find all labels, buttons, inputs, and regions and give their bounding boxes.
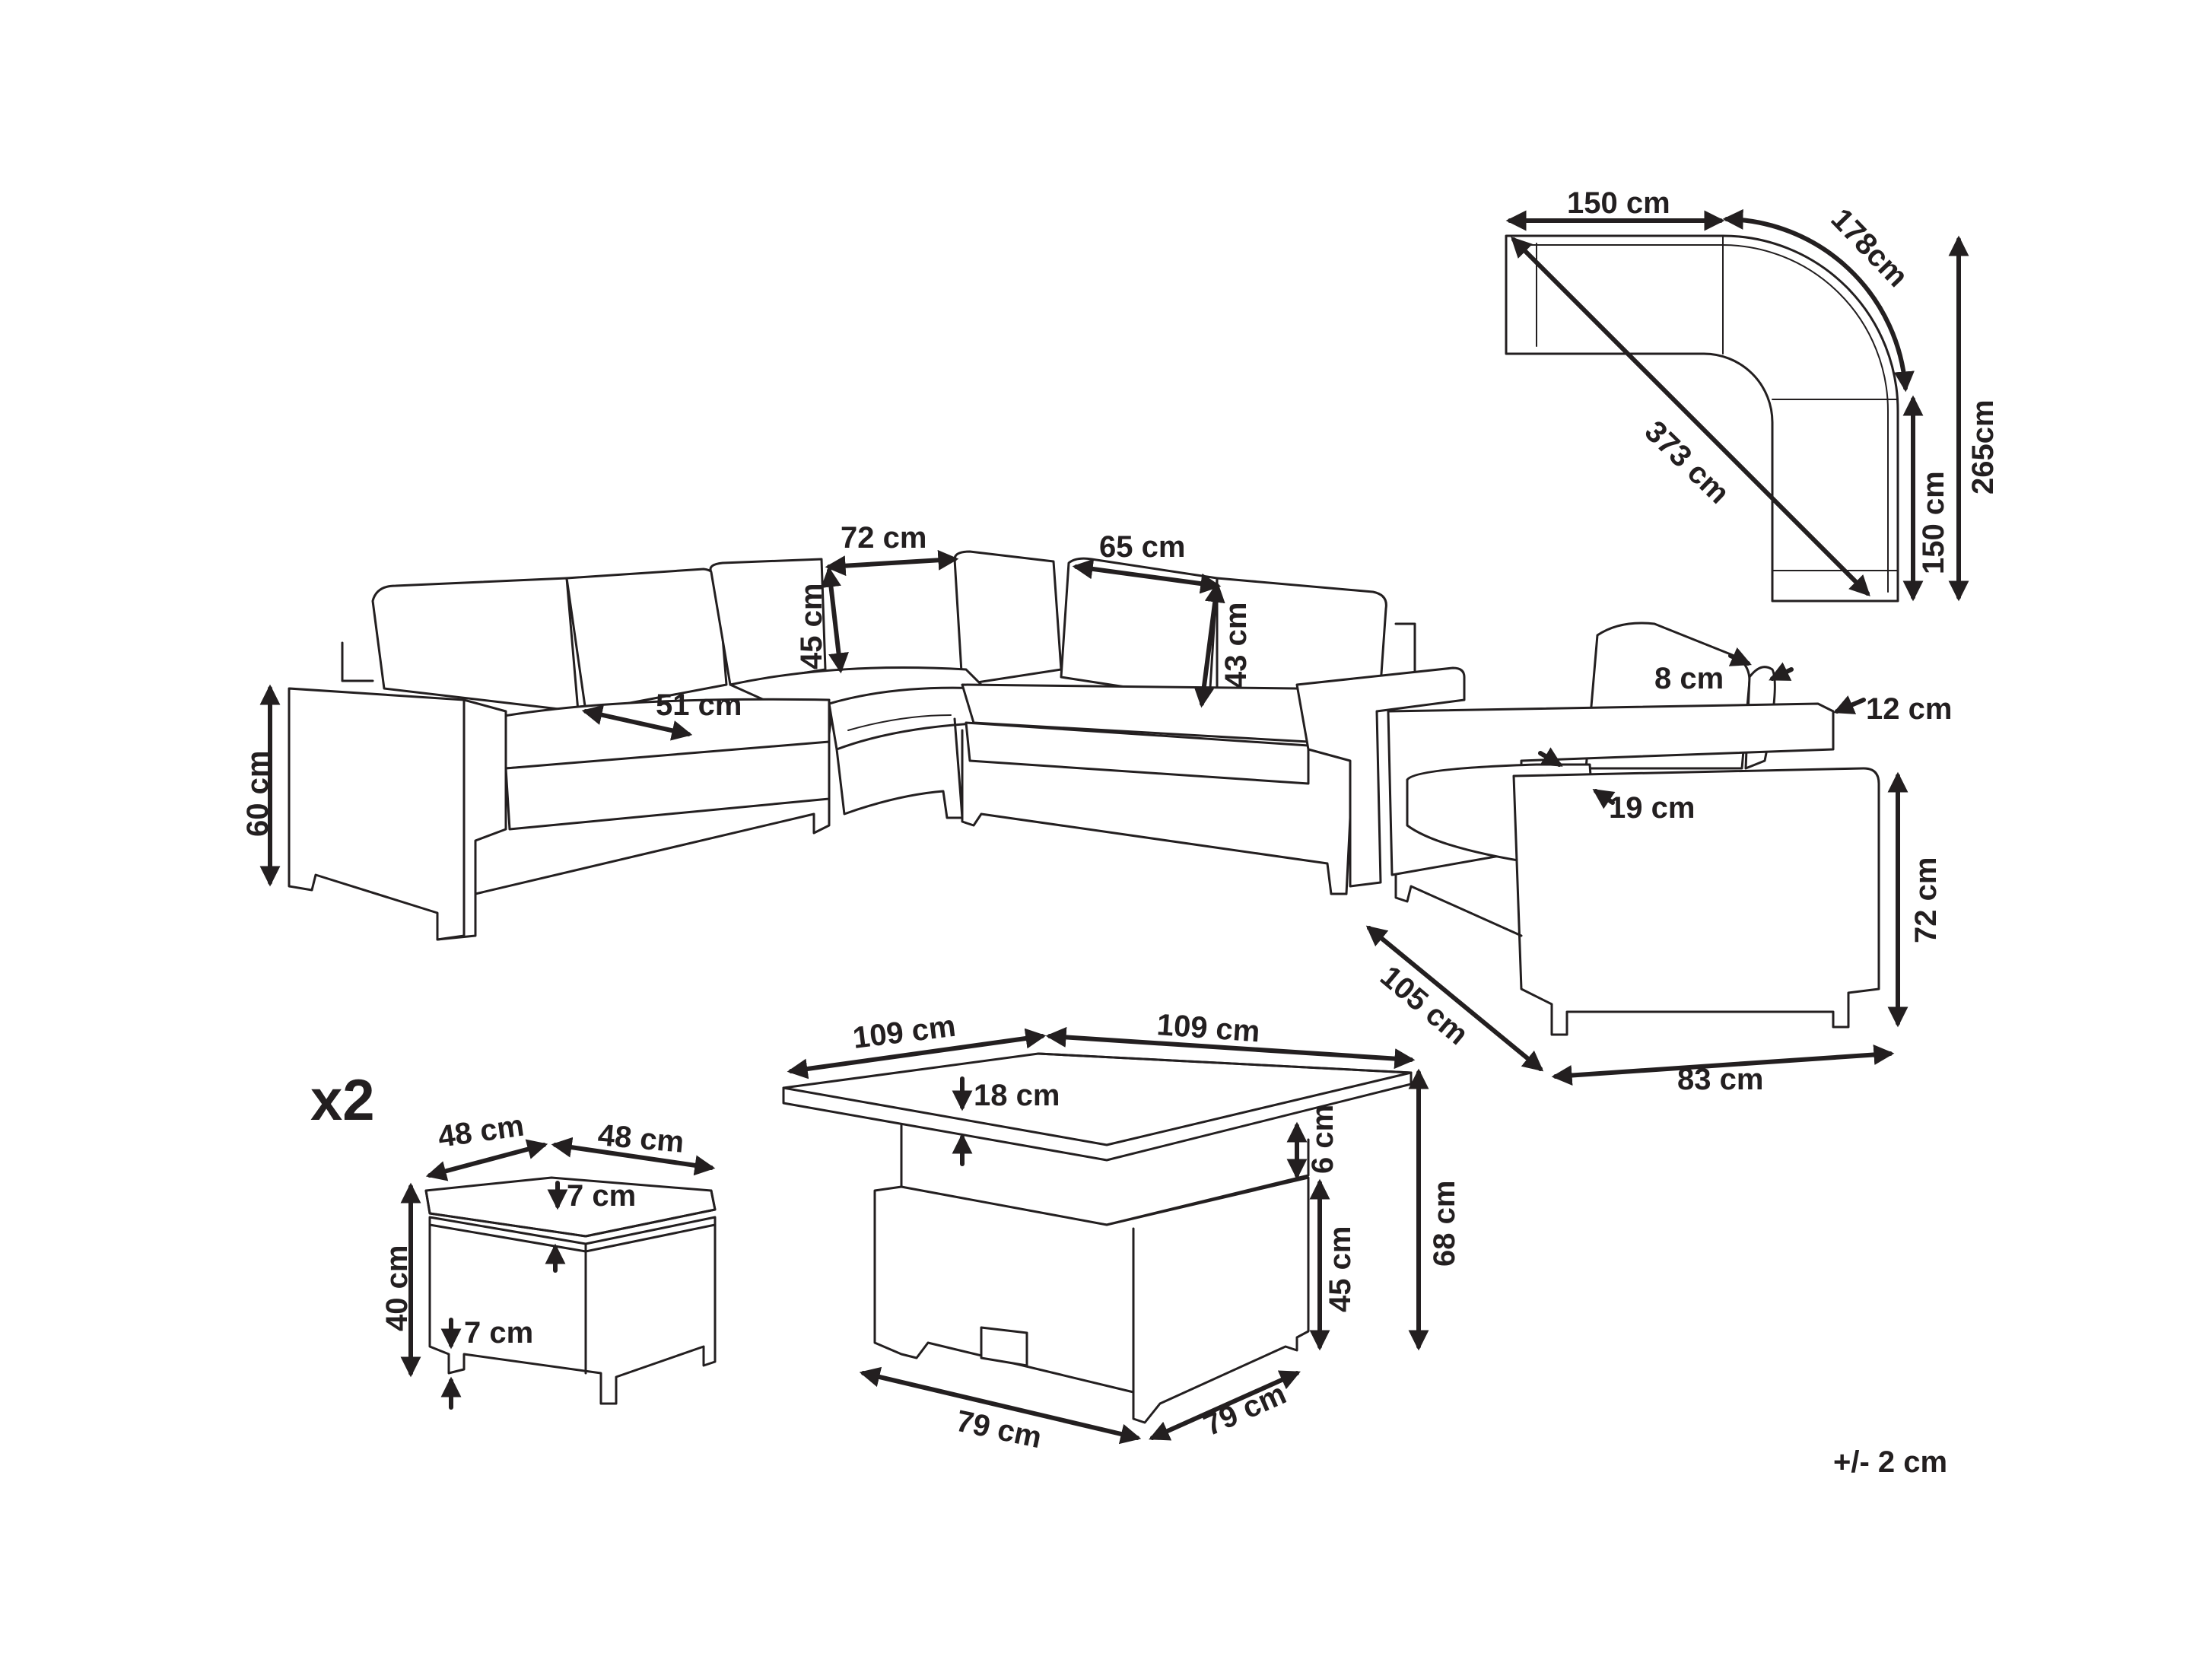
back-cushion-6 (1216, 577, 1387, 705)
label-sofa-height: 60 cm (241, 751, 275, 837)
label-sofa-back-height: 43 cm (1219, 603, 1253, 688)
label-table-base-height: 45 cm (1324, 1226, 1357, 1312)
label-corner-side-width: 150 cm (1917, 471, 1950, 574)
label-stool-leg: 7 cm (464, 1316, 533, 1350)
corner-sofa-top-view (1505, 208, 1969, 603)
label-sofa-corner-width: 72 cm (841, 521, 926, 555)
label-armchair-back-thickness: 8 cm (1654, 662, 1724, 695)
label-table-base-width: 79 cm (1199, 1377, 1292, 1442)
label-corner-diagonal: 373 cm (1638, 415, 1736, 510)
label-stool-width-right: 48 cm (596, 1118, 685, 1159)
table-drawing (782, 1026, 1429, 1445)
label-sofa-cushion-width: 65 cm (1099, 530, 1185, 564)
label-sofa-seat-depth: 51 cm (656, 688, 742, 722)
back-cushion-1 (371, 577, 580, 713)
label-multiplier: x2 (310, 1068, 375, 1133)
label-stool-width-left: 48 cm (436, 1109, 526, 1154)
label-armchair-height: 72 cm (1909, 857, 1943, 943)
label-armchair-width: 83 cm (1677, 1063, 1763, 1096)
stool-drawing (400, 1137, 717, 1410)
label-stool-height: 40 cm (380, 1245, 414, 1331)
label-table-width-right: 109 cm (1155, 1008, 1260, 1048)
label-tolerance: +/- 2 cm (1833, 1445, 1947, 1479)
label-armchair-back-offset: 12 cm (1866, 692, 1952, 726)
back-cushion-5 (1060, 557, 1219, 701)
label-stool-cushion: 7 cm (567, 1179, 636, 1213)
armchair-drawing (1365, 622, 1908, 1086)
label-corner-top-width: 150 cm (1567, 186, 1670, 220)
label-sofa-back-height-corner: 45 cm (795, 583, 828, 669)
corner-sofa-drawing (259, 549, 1466, 941)
label-corner-total-depth: 265cm (1966, 399, 2000, 494)
label-table-height: 68 cm (1428, 1181, 1461, 1267)
back-cushion-4 (953, 550, 1063, 686)
label-table-top-thickness: 18 cm (974, 1079, 1060, 1112)
label-table-gap: 6 cm (1306, 1105, 1340, 1174)
label-armchair-arm-width: 19 cm (1609, 791, 1695, 825)
